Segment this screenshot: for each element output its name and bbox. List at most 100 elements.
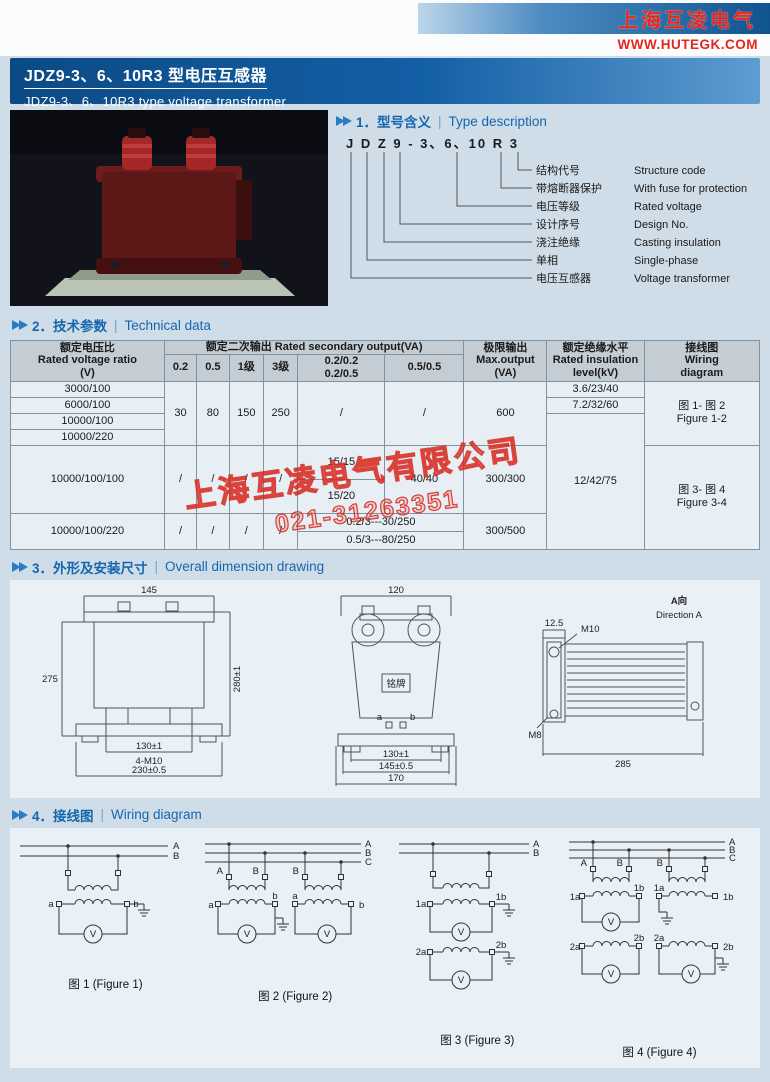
cell: 10000/100/220 xyxy=(10,512,165,550)
phase-label: A xyxy=(173,841,180,852)
dim-label: 275 xyxy=(42,674,58,685)
terminal-label: a xyxy=(208,900,214,911)
dimension-drawing-direction-a: A向 Direction A 12.5 M10 M8 285 xyxy=(528,595,704,770)
separator: | xyxy=(114,317,118,333)
section-heading-2: 2． 技术参数 | Technical data xyxy=(12,316,758,334)
page-title-en: JDZ9-3、6、10R3 type voltage transformer xyxy=(24,94,287,109)
figure-caption: 图 1 (Figure 1) xyxy=(68,978,143,991)
item-cn: 电压互感器 xyxy=(536,272,591,285)
dim-label: 145 xyxy=(141,586,157,596)
terminal-label: B xyxy=(252,866,258,877)
direction-label-en: Direction A xyxy=(656,610,703,621)
item-en: Casting insulation xyxy=(634,237,721,249)
section-arrow-icon xyxy=(343,116,352,126)
sub-header: 0.2/0.2 0.2/0.5 xyxy=(297,353,386,382)
sub-header: 0.2 xyxy=(163,353,198,382)
terminal-label: b xyxy=(410,712,415,723)
table-row: 6000/100 7.2/32/60 xyxy=(10,396,760,414)
voltmeter-label: V xyxy=(458,975,465,986)
item-en: Voltage transformer xyxy=(634,273,730,285)
cell: / xyxy=(196,512,230,550)
figure-caption: 图 4 (Figure 4) xyxy=(622,1046,697,1059)
technical-data-table: 额定电压比 Rated voltage ratio (V) 额定二次输出 Rat… xyxy=(10,340,761,550)
terminal-label: 1b xyxy=(496,892,507,903)
cell: / xyxy=(163,444,198,514)
section-arrow-icon xyxy=(12,320,21,330)
table-row: 10000/100 12/42/75 xyxy=(10,412,760,550)
cell: 10000/220 xyxy=(10,428,165,446)
terminal-label: 2b xyxy=(634,933,645,944)
item-cn: 带熔断器保护 xyxy=(536,181,602,195)
terminal-label: B xyxy=(617,858,623,869)
cell: 图 1- 图 2 Figure 1-2 xyxy=(643,380,761,446)
col-header-wiring: 接线图 Wiring diagram xyxy=(643,340,761,382)
direction-a-outline xyxy=(536,629,704,757)
section-arrow-icon xyxy=(19,320,28,330)
section-heading-3: 3． 外形及安装尺寸 | Overall dimension drawing xyxy=(12,558,758,576)
section-number: 2． xyxy=(32,319,54,334)
dim-label: 4-M10 xyxy=(136,756,163,767)
dim-label: 130±1 xyxy=(382,749,408,760)
terminal-label: a xyxy=(376,712,382,723)
nameplate-label: 铭牌 xyxy=(386,678,406,690)
phase-label: A xyxy=(365,839,372,850)
section-arrow-icon xyxy=(12,561,21,572)
section-title-cn: 型号含义 xyxy=(377,115,432,130)
table-row: 3000/100 30 80 150 250 / / 600 3.6/23/40… xyxy=(10,380,761,446)
cell: 0.5/3---80/250 xyxy=(297,530,465,550)
dim-label: 145±0.5 xyxy=(378,761,412,772)
model-code: J D Z 9 - 3、6、10 R 3 xyxy=(346,136,519,151)
terminal-label: 2a xyxy=(654,933,665,944)
item-en: Rated voltage xyxy=(634,201,702,213)
terminal-label: b xyxy=(133,899,138,910)
wiring-figure-1: A B a b V 图 1 (Figure 1) xyxy=(18,834,193,992)
table-row: 15/20 xyxy=(11,478,760,514)
brand-name: 上海互凌电气 xyxy=(618,10,756,32)
voltmeter-label: V xyxy=(608,969,615,980)
dimension-drawings-panel: 145 275 280±1 130±1 4-M10 230±0.5 120 铭牌… xyxy=(10,579,760,798)
cell: / xyxy=(228,444,264,514)
website-link[interactable]: WWW.HUTEGK.COM xyxy=(617,37,758,52)
separator: | xyxy=(154,559,159,575)
sub-header: 0.5/0.5 xyxy=(384,353,465,382)
cell: 600 xyxy=(463,380,548,446)
terminal-label: 2a xyxy=(570,942,581,953)
dim-label: 285 xyxy=(615,759,631,770)
cell: 300/300 xyxy=(463,444,548,514)
item-cn: 单相 xyxy=(536,254,558,267)
terminal-label: 1a xyxy=(570,892,581,903)
cell: 250 xyxy=(262,380,299,446)
section-arrow-icon xyxy=(12,809,21,820)
sub-header: 1级 xyxy=(228,353,264,382)
mounting-plate xyxy=(45,278,295,296)
terminal-label: A xyxy=(216,866,223,877)
dim-label: 230±0.5 xyxy=(132,765,166,776)
separator: | xyxy=(100,807,105,823)
section-title-en: Wiring diagram xyxy=(111,807,202,823)
cell: 30 xyxy=(163,380,198,446)
table-row: 10000/100/100 / / / / 15/15 40/40 300/30… xyxy=(10,444,761,550)
cell: 3.6/23/40 xyxy=(546,380,645,398)
type-description: 1． 型号含义 | Type description J D Z 9 - 3、6… xyxy=(336,110,762,308)
col-header-max-output: 极限输出 Max.output (VA) xyxy=(463,340,548,382)
cell: 图 3- 图 4 Figure 3-4 xyxy=(643,444,761,550)
phase-label: B xyxy=(729,845,735,856)
terminal-label: 2b xyxy=(723,942,734,953)
dim-label: 130±1 xyxy=(136,741,162,752)
dim-label: M10 xyxy=(581,624,599,635)
terminal-label: b xyxy=(272,891,277,902)
wiring-diagram-2: A B C A B B a b a b V V xyxy=(204,839,372,944)
wiring-diagram-3: A B 1a 1b 2a 2b V V xyxy=(399,839,540,990)
circuit-lines xyxy=(20,845,168,944)
terminal-label: B xyxy=(292,866,298,877)
product-photo xyxy=(10,110,328,306)
connector-lines xyxy=(350,152,532,279)
phase-label: A xyxy=(533,839,540,850)
cell: / xyxy=(262,444,299,514)
terminal-label: 1a xyxy=(416,899,427,910)
cell: / xyxy=(297,380,386,446)
cell: 40/40 xyxy=(384,444,465,514)
dim-label: 170 xyxy=(388,773,404,784)
section-title-en: Type description xyxy=(448,113,547,129)
phase-label: C xyxy=(365,857,372,868)
